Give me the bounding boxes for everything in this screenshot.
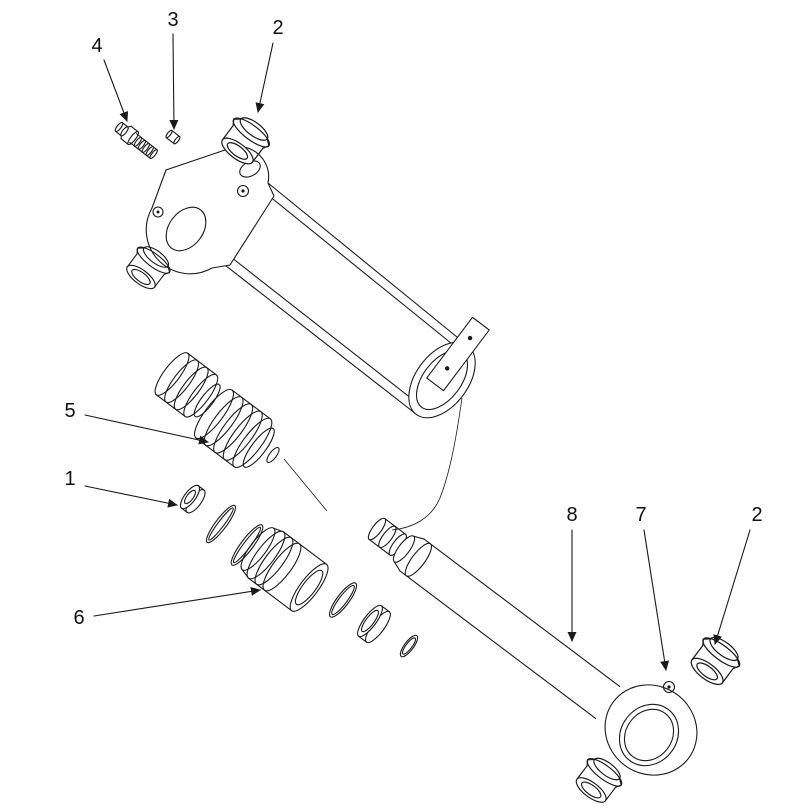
grease-fitting-hole-part-7 <box>662 680 676 694</box>
bracket-hole <box>444 366 450 371</box>
backup-ring <box>357 604 391 644</box>
callout-label-5: 5 <box>64 400 75 422</box>
head-pivot-eye <box>165 206 207 252</box>
mounting-bracket <box>426 316 490 392</box>
callout-5: 5 <box>64 400 209 445</box>
assembly-phantom-line <box>391 397 463 531</box>
grease-fitting-part-4 <box>114 121 158 160</box>
small-o-ring <box>266 446 280 464</box>
cylinder-barrel-assembly <box>114 109 490 419</box>
leader-line <box>84 485 178 508</box>
cylinder-head-block <box>145 146 275 275</box>
leader-line <box>84 414 209 445</box>
callout-4: 4 <box>91 35 129 122</box>
wear-ring <box>328 582 358 618</box>
rod-eye-bore <box>618 703 680 767</box>
callouts: 4 3 2 5 1 6 8 7 <box>64 9 763 671</box>
thin-seal-ring <box>399 634 419 658</box>
leader-line <box>169 33 179 130</box>
callout-7: 7 <box>635 504 670 671</box>
head-screw-hole <box>152 206 164 218</box>
callout-2-right: 2 <box>713 504 763 645</box>
o-ring <box>205 504 237 544</box>
port-hole <box>236 184 250 198</box>
seal-ring-stack <box>154 352 221 418</box>
o-ring <box>230 524 264 566</box>
bracket-hole <box>467 335 473 341</box>
callout-label-2-top: 2 <box>272 17 283 39</box>
callout-label-6: 6 <box>73 607 84 629</box>
piston-rod-assembly <box>367 517 747 810</box>
callout-2-top: 2 <box>255 17 284 113</box>
callout-label-2-right: 2 <box>751 504 762 526</box>
leader-line <box>643 529 670 671</box>
callout-label-1: 1 <box>64 468 75 490</box>
callout-label-4: 4 <box>91 35 102 57</box>
piston-seal-stack-part-5 <box>194 388 275 469</box>
rod-end-eye <box>604 680 698 776</box>
callout-8: 8 <box>566 504 578 642</box>
leader-line <box>103 59 129 122</box>
barrel-tube <box>220 182 476 419</box>
centerline <box>283 458 328 512</box>
callout-3: 3 <box>167 9 179 130</box>
callout-1: 1 <box>64 468 178 508</box>
piston-gland-part-6 <box>240 527 329 612</box>
leader-line <box>713 529 751 645</box>
leader-line <box>255 42 274 113</box>
pivot-bushing-part-2-right <box>683 629 747 692</box>
piston-rod-part-8 <box>392 535 621 719</box>
callout-label-7: 7 <box>635 504 646 526</box>
callout-6: 6 <box>73 586 261 629</box>
spacer-washer-part-1 <box>179 484 206 514</box>
callout-label-3: 3 <box>167 9 178 31</box>
leader-line <box>93 586 261 617</box>
seal-kit <box>154 352 419 658</box>
port-plug-part-3 <box>165 129 181 145</box>
callout-label-8: 8 <box>566 504 577 526</box>
